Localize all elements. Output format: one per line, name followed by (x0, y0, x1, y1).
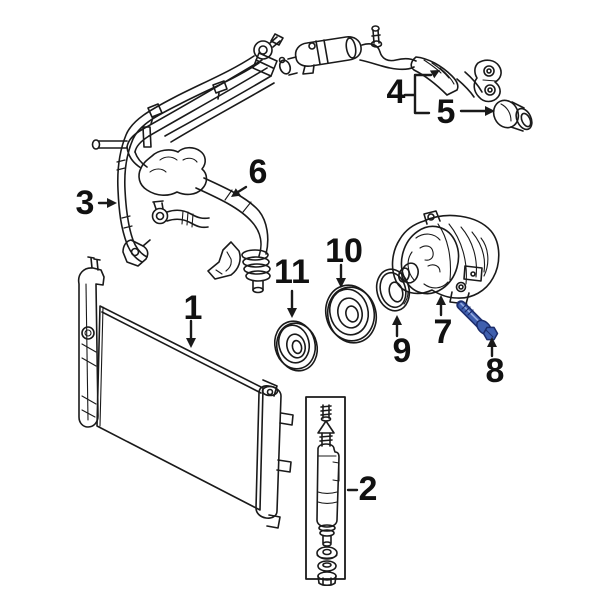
part-5-cap (492, 99, 533, 132)
callout-5-label[interactable]: 5 (437, 93, 456, 131)
callout-7-label[interactable]: 7 (434, 313, 453, 351)
callout-4[interactable]: 4 (387, 70, 440, 115)
callout-6-label[interactable]: 6 (249, 153, 268, 191)
callout-8[interactable]: 8 (486, 337, 505, 390)
part-10-pulley (324, 284, 378, 344)
part-6-suction-hose (91, 52, 278, 294)
callout-10[interactable]: 10 (325, 232, 363, 288)
callout-3-label[interactable]: 3 (76, 184, 95, 222)
part-3-liquid-line (116, 33, 284, 267)
callout-2[interactable]: 2 (346, 470, 378, 508)
callout-10-label[interactable]: 10 (325, 232, 363, 270)
callout-11-label[interactable]: 11 (274, 253, 310, 291)
callout-1[interactable]: 1 (184, 289, 203, 348)
callout-5[interactable]: 5 (437, 93, 495, 131)
part-4-discharge-line (278, 25, 502, 103)
part-1-condenser (77, 256, 294, 529)
callout-7[interactable]: 7 (434, 295, 453, 351)
callout-11[interactable]: 11 (274, 253, 310, 318)
part-11-clutch-plate (273, 320, 319, 372)
callout-6[interactable]: 6 (231, 153, 267, 197)
part-2-receiver-drier (305, 396, 346, 587)
part-9-coil (375, 268, 411, 312)
callout-1-label[interactable]: 1 (184, 289, 203, 327)
callout-2-label[interactable]: 2 (359, 470, 378, 508)
callout-8-label[interactable]: 8 (486, 352, 505, 390)
callout-3[interactable]: 3 (76, 184, 117, 222)
callout-9-label[interactable]: 9 (393, 332, 412, 370)
callout-9[interactable]: 9 (392, 315, 411, 370)
part-8-bolt-highlighted[interactable] (456, 300, 499, 341)
callout-4-label[interactable]: 4 (387, 73, 406, 111)
